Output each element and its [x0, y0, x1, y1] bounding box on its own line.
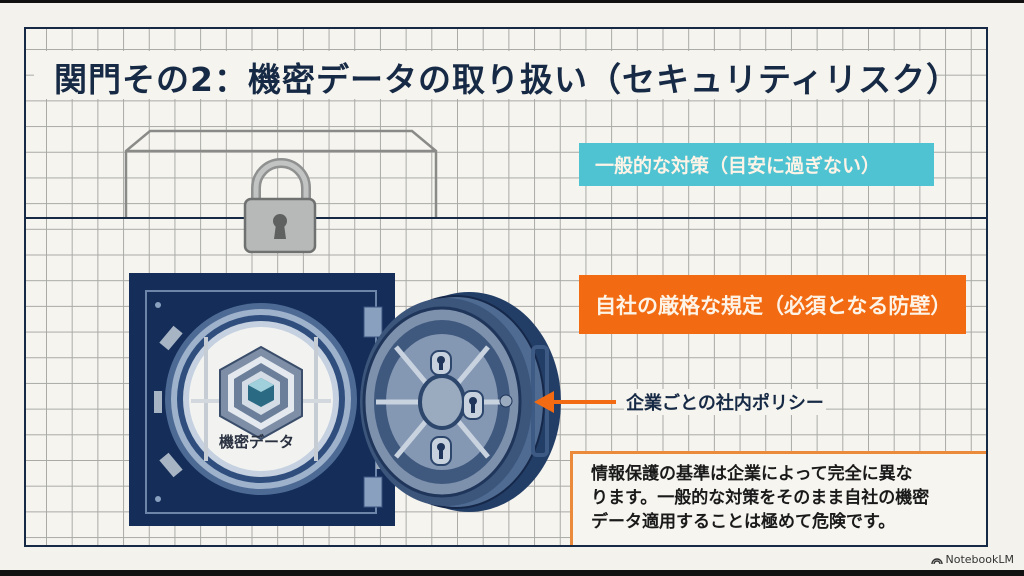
company-policy-label: 企業ごとの社内ポリシー	[624, 389, 826, 415]
slide: 関門その2：機密データの取り扱い（セキュリティリスク）	[0, 3, 1024, 570]
company-policy-callout: 企業ごとの社内ポリシー	[616, 389, 826, 415]
arrow-left-icon	[534, 391, 616, 413]
warning-note: 情報保護の基準は企業によって完全に異な ります。一般的な対策をそのまま自社の機密…	[570, 451, 986, 545]
note-line: ります。一般的な対策をそのまま自社の機密	[591, 488, 930, 508]
general-measures-label: 一般的な対策（目安に過ぎない）	[579, 143, 934, 186]
section-divider	[26, 217, 986, 219]
note-line: 情報保護の基準は企業によって完全に異な	[591, 464, 913, 484]
notebooklm-logo-icon	[930, 557, 943, 564]
title-background	[34, 51, 934, 99]
notebooklm-watermark: NotebookLM	[930, 553, 1014, 566]
watermark-text: NotebookLM	[945, 553, 1014, 566]
note-line: データ適用することは極めて危険です。	[591, 512, 896, 532]
data-cube-icon	[219, 345, 303, 441]
page-title: 関門その2：機密データの取り扱い（セキュリティリスク）	[54, 60, 960, 99]
vault-door-illustration	[129, 273, 561, 526]
grid-frame: 関門その2：機密データの取り扱い（セキュリティリスク）	[24, 27, 988, 547]
outline-box	[124, 129, 438, 217]
padlock-icon	[243, 158, 317, 254]
confidential-data-label: 機密データ	[219, 433, 295, 451]
strict-rules-label: 自社の厳格な規定（必須となる防壁）	[579, 275, 966, 334]
illustration-layer	[124, 129, 438, 217]
